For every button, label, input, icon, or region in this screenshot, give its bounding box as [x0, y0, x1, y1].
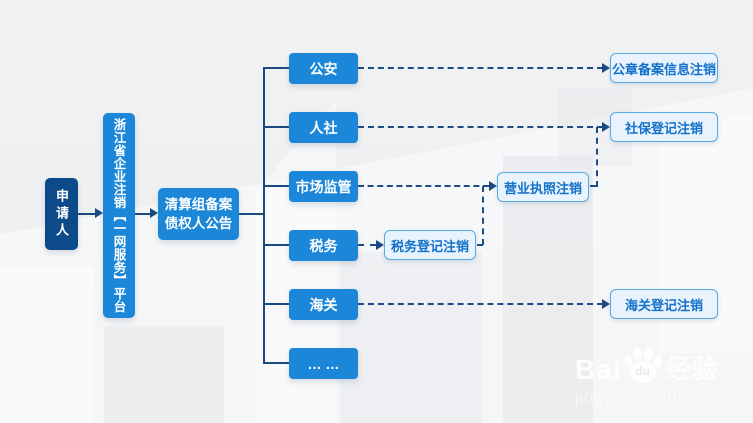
branch-line-shuiwu — [265, 244, 289, 246]
dashed-license-result-stub — [590, 185, 598, 187]
node-agency-shuiwu: 税务 — [289, 230, 358, 261]
node-agency-renshe: 人社 — [289, 112, 358, 143]
background-building — [0, 266, 94, 423]
agency-label: 海关 — [309, 296, 338, 313]
node-result-social-insurance-cancellation: 社保登记注销 — [610, 112, 718, 142]
dashed-shichang-to-license — [358, 185, 489, 187]
watermark-site-url: jingyan.baidu.com — [575, 389, 721, 406]
baidu-jingyan-watermark: Bai du 经验 jingyan.baidu.com — [575, 346, 753, 407]
background-building — [340, 252, 482, 423]
node-platform: 浙江省企业注销【一网服务】平台 — [103, 113, 135, 318]
node-result-seal-cancellation: 公章备案信息注销 — [610, 53, 718, 83]
branch-line-gongan — [265, 67, 289, 69]
result-label: 税务登记注销 — [390, 238, 469, 254]
agency-label: 税务 — [309, 237, 338, 254]
branch-line-renshe — [265, 126, 289, 128]
node-result-tax-registration-cancellation: 税务登记注销 — [384, 230, 476, 260]
node-liquidation-line1: 清算组备案 — [164, 197, 233, 212]
result-label: 海关登记注销 — [624, 297, 703, 313]
branch-line-haiguan — [265, 303, 289, 305]
node-platform-label: 浙江省企业注销【一网服务】平台 — [111, 118, 126, 313]
watermark-bai-text: Bai — [575, 354, 622, 385]
node-liquidation: 清算组备案 债权人公告 — [158, 188, 239, 240]
arrowhead-into-license-result — [489, 181, 497, 191]
result-label: 社保登记注销 — [624, 120, 703, 136]
agency-label: … … — [307, 355, 340, 372]
node-applicant-label: 申请人 — [54, 188, 69, 240]
node-result-business-license-cancellation: 营业执照注销 — [497, 172, 589, 202]
agency-label: 公安 — [309, 60, 338, 77]
node-liquidation-line2: 债权人公告 — [164, 216, 233, 231]
arrowhead-into-seal-result — [602, 63, 610, 73]
dashed-tax-result-stub — [477, 244, 483, 246]
dashed-license-to-social-riser — [596, 127, 598, 187]
connector-liquidation-trunk — [239, 213, 265, 215]
background-building — [104, 326, 224, 423]
node-result-customs-registration-cancellation: 海关登记注销 — [610, 289, 718, 319]
connector-applicant-platform — [78, 213, 95, 215]
node-agency-gongan: 公安 — [289, 53, 358, 84]
node-agency-haiguan: 海关 — [289, 289, 358, 320]
branch-line-others — [265, 362, 289, 364]
dashed-haiguan-to-customs — [358, 303, 603, 305]
arrowhead-into-customs-result — [602, 299, 610, 309]
arrowhead-into-platform — [95, 208, 103, 218]
watermark-du-text: du — [635, 364, 650, 378]
watermark-logo-row: Bai du 经验 — [575, 346, 753, 386]
dashed-shuiwu-to-tax — [358, 244, 376, 246]
branch-line-shichang — [265, 185, 289, 187]
node-applicant: 申请人 — [45, 178, 78, 250]
dashed-renshe-to-social — [358, 126, 603, 128]
arrowhead-into-liquidation — [150, 208, 158, 218]
node-agency-shichangjianguan: 市场监管 — [289, 171, 358, 202]
baidu-paw-icon: du — [621, 346, 664, 386]
node-agency-others: … … — [289, 348, 358, 379]
agency-label: 市场监管 — [295, 178, 352, 195]
arrowhead-into-social-result — [602, 122, 610, 132]
agency-label: 人社 — [309, 119, 338, 136]
result-label: 营业执照注销 — [503, 180, 582, 196]
watermark-jingyan-text: 经验 — [665, 354, 718, 384]
trunk-line — [263, 67, 265, 364]
result-label: 公章备案信息注销 — [611, 61, 716, 77]
arrowhead-into-tax-result — [376, 240, 384, 250]
dashed-tax-to-license-riser — [482, 186, 484, 245]
connector-platform-liquidation — [135, 213, 150, 215]
dashed-gongan-to-seal — [358, 67, 603, 69]
